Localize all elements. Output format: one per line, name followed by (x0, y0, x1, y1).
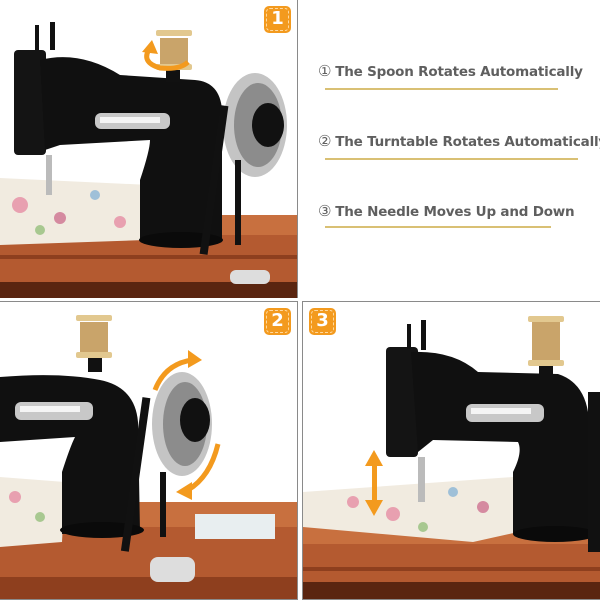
feature-label: The Turntable Rotates Automatically (335, 134, 600, 150)
feature-number: ① (318, 62, 332, 80)
badge-number: 1 (271, 8, 284, 29)
product-image-panel-1: 1 (0, 0, 298, 298)
up-down-arrow-icon (372, 464, 377, 504)
feature-underline-2 (325, 158, 578, 160)
product-image-panel-2: 2 (0, 301, 298, 600)
feature-label: The Spoon Rotates Automatically (335, 64, 583, 80)
rotate-arrow-icon (144, 46, 190, 71)
product-image-panel-3: 3 (302, 301, 600, 600)
feature-label: The Needle Moves Up and Down (335, 204, 575, 220)
sewing-machine-illustration (0, 315, 297, 599)
feature-underline-1 (325, 88, 558, 90)
step-badge-3: 3 (309, 308, 336, 335)
sewing-machine-illustration (303, 316, 600, 599)
feature-underline-3 (325, 226, 551, 228)
feature-number: ② (318, 132, 332, 150)
feature-number: ③ (318, 202, 332, 220)
step-badge-1: 1 (264, 6, 291, 33)
rotate-arrow-icon (152, 357, 193, 391)
sewing-machine-illustration (0, 22, 297, 298)
badge-number: 2 (271, 310, 284, 331)
badge-number: 3 (316, 310, 329, 331)
step-badge-2: 2 (264, 308, 291, 335)
